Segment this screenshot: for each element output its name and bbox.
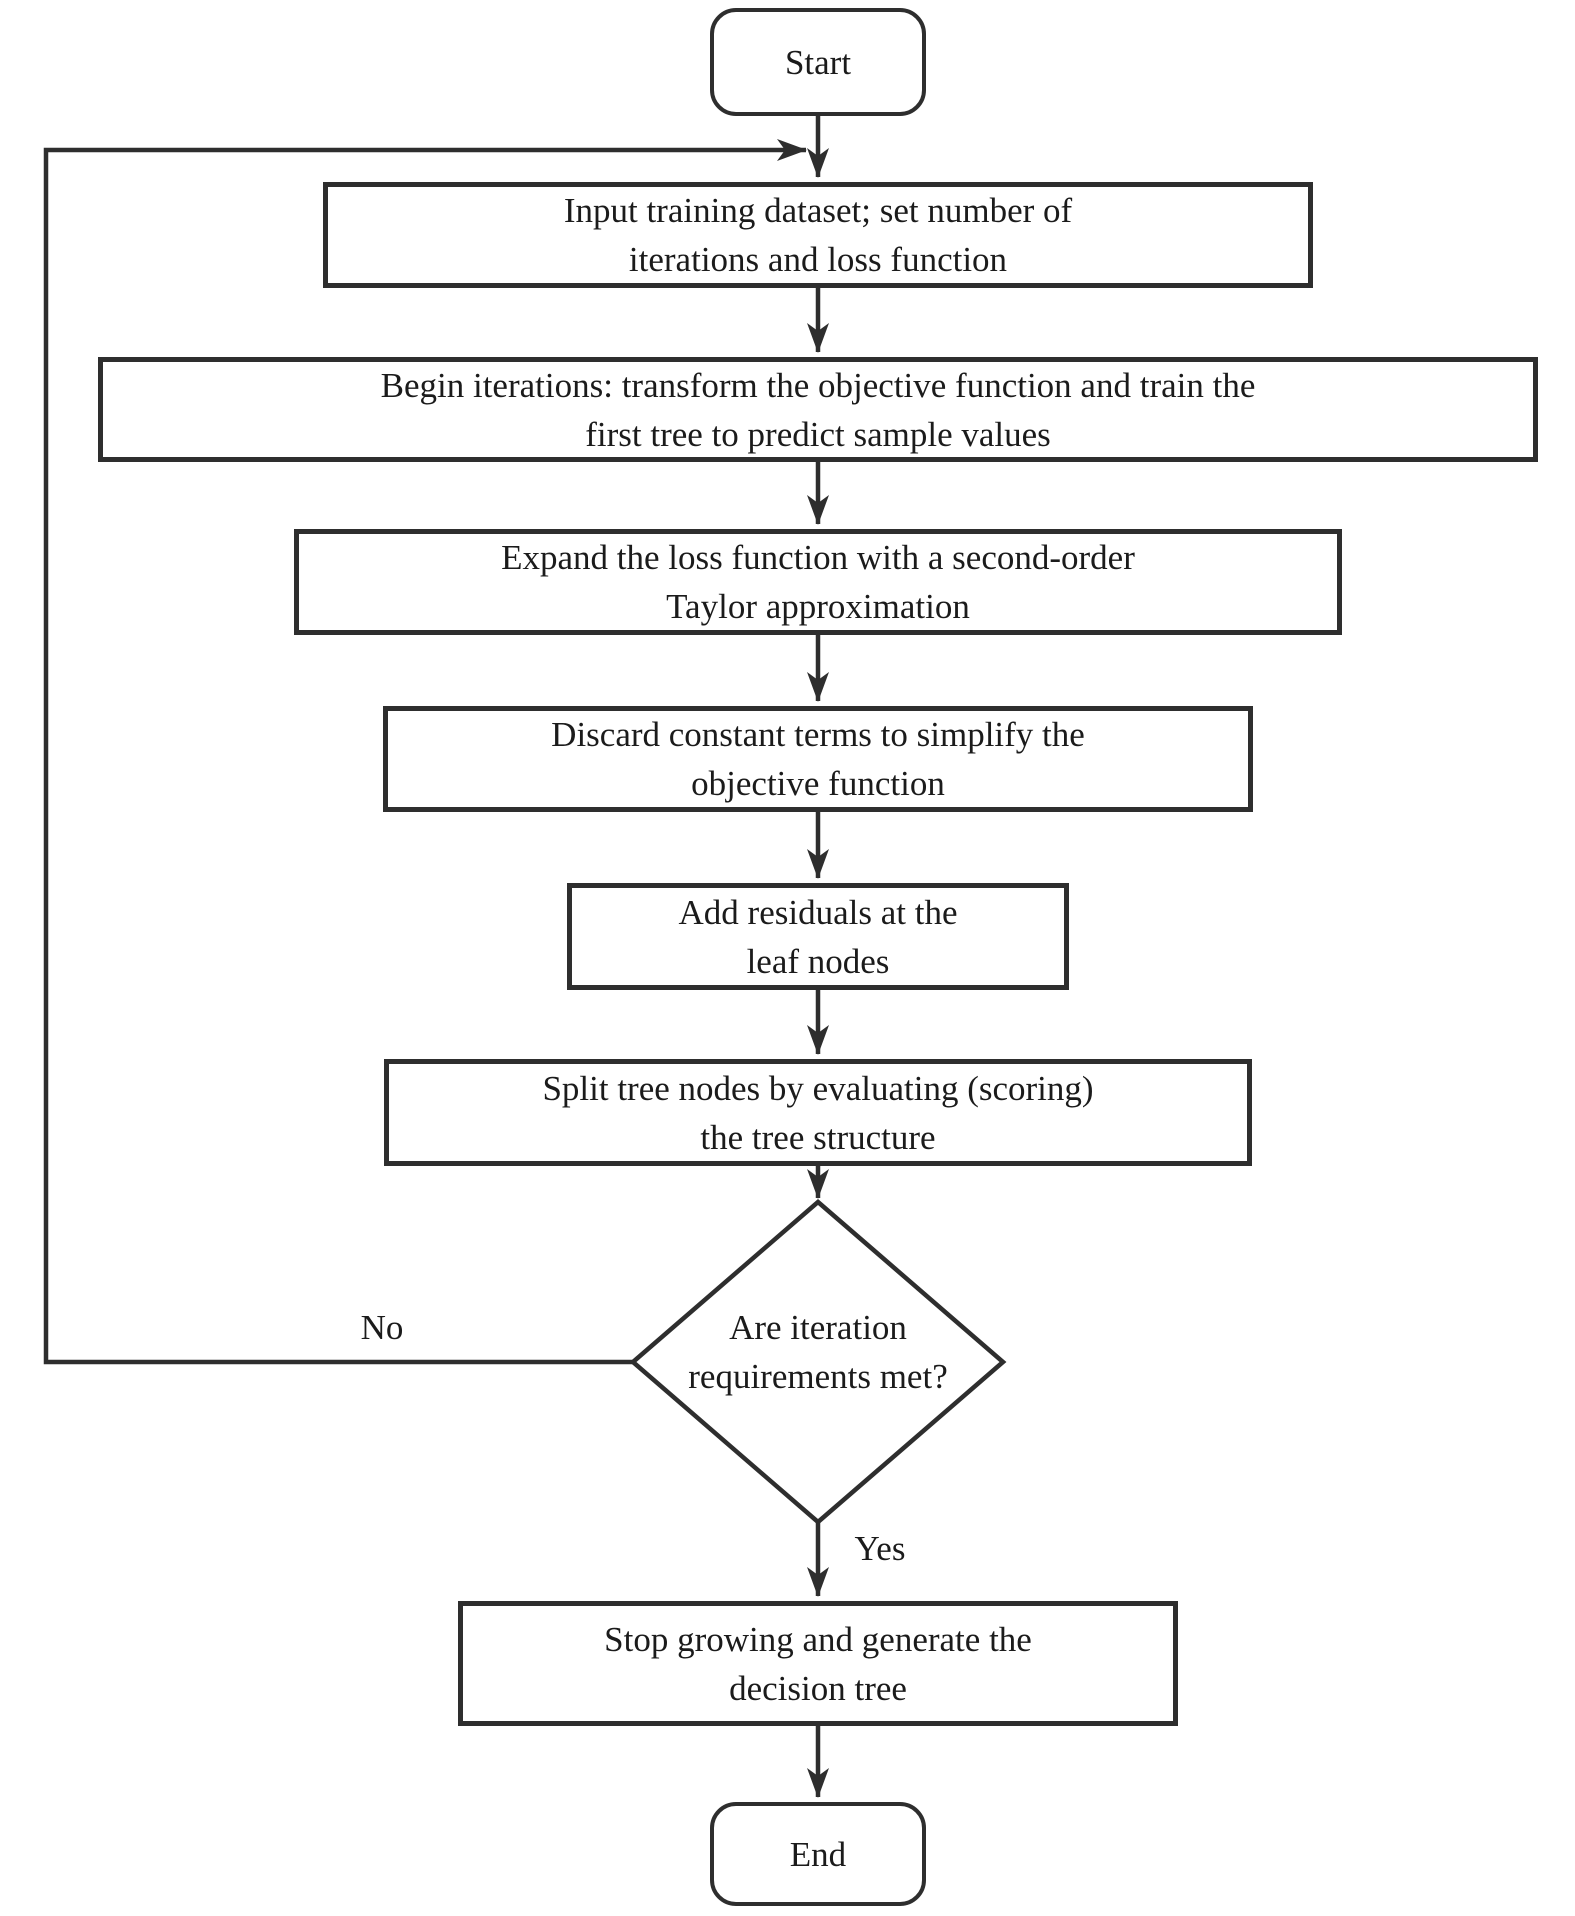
node-label-line: leaf nodes bbox=[746, 941, 890, 981]
node-label-line: Input training dataset; set number of bbox=[563, 191, 1073, 230]
node-label-line: the tree structure bbox=[700, 1117, 936, 1157]
process-stop-growing-node: Stop growing and generate the decision t… bbox=[458, 1601, 1178, 1726]
node-label-line: Split tree nodes by evaluating (scoring) bbox=[542, 1068, 1094, 1108]
process-discard-constants-node: Discard constant terms to simplify the o… bbox=[383, 706, 1253, 812]
process-input-dataset-node: Input training dataset; set number of it… bbox=[323, 182, 1313, 288]
branch-label-no: No bbox=[360, 1308, 404, 1347]
node-label-line: Expand the loss function with a second-o… bbox=[501, 538, 1135, 577]
node-label-line: Discard constant terms to simplify the bbox=[551, 715, 1085, 754]
node-label-line: objective function bbox=[691, 764, 945, 803]
node-label-line: Stop growing and generate the bbox=[604, 1619, 1032, 1659]
process-add-residuals-node: Add residuals at the leaf nodes bbox=[567, 883, 1069, 990]
start-node: Start bbox=[710, 8, 926, 116]
end-node: End bbox=[710, 1802, 926, 1906]
process-split-nodes-node: Split tree nodes by evaluating (scoring)… bbox=[384, 1059, 1252, 1166]
process-begin-iterations-node: Begin iterations: transform the objectiv… bbox=[98, 357, 1538, 462]
node-label-line: Are iteration bbox=[729, 1308, 907, 1347]
node-label-line: iterations and loss function bbox=[628, 240, 1008, 279]
start-node-label: Start bbox=[784, 42, 852, 82]
process-expand-loss-node: Expand the loss function with a second-o… bbox=[294, 529, 1342, 635]
node-label-line: Begin iterations: transform the objectiv… bbox=[380, 365, 1256, 405]
branch-label-yes: Yes bbox=[854, 1529, 906, 1568]
node-label-line: first tree to predict sample values bbox=[585, 414, 1051, 454]
node-label-line: decision tree bbox=[729, 1668, 907, 1708]
node-label-line: requirements met? bbox=[688, 1357, 948, 1396]
node-label-line: Taylor approximation bbox=[666, 587, 970, 626]
end-node-label: End bbox=[789, 1834, 847, 1874]
decision-iteration-node: Are iteration requirements met? bbox=[618, 1277, 1018, 1427]
decision-diamond bbox=[629, 1199, 1007, 1525]
node-label-line: Add residuals at the bbox=[678, 892, 958, 932]
edge-no-loop-line bbox=[43, 139, 807, 1365]
